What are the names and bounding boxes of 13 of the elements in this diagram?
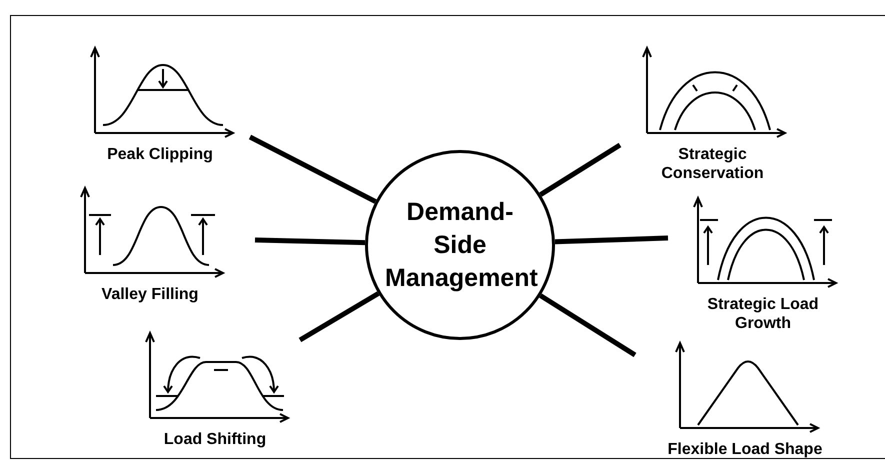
connector-line (539, 142, 622, 197)
chart-caption: Strategic Conservation (660, 145, 765, 183)
chart-caption: Peak Clipping (107, 145, 213, 164)
hub-title: Demand- Side Management (385, 196, 535, 294)
chart-caption: Valley Filling (102, 285, 198, 304)
chart-caption: Load Shifting (164, 430, 266, 449)
connector-line (539, 293, 636, 358)
chart-caption: Flexible Load Shape (668, 440, 822, 459)
connector-line (248, 134, 377, 204)
connector-line (254, 238, 366, 246)
connector-line (298, 291, 380, 342)
connector-line (554, 236, 668, 244)
chart-caption: Strategic Load Growth (706, 295, 820, 333)
